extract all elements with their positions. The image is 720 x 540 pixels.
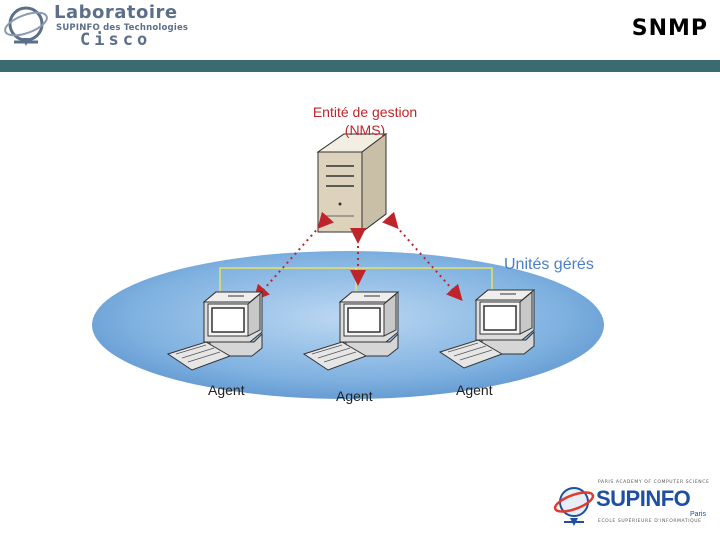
- supinfo-name: SUPINFO: [596, 486, 690, 512]
- nms-server-icon: [318, 134, 386, 232]
- nms-label-line1: Entité de gestion: [300, 103, 430, 121]
- agent-label-3: Agent: [456, 382, 493, 398]
- supinfo-city: Paris: [690, 511, 706, 518]
- supinfo-tagline-bottom: ECOLE SUPÉRIEURE D'INFORMATIQUE: [598, 519, 702, 524]
- agent-label-1: Agent: [208, 382, 245, 398]
- nms-label-line2: (NMS): [300, 121, 430, 139]
- supinfo-globe-icon: [552, 482, 596, 528]
- agent-label-2: Agent: [336, 388, 373, 404]
- supinfo-logo: PARIS ACADEMY OF COMPUTER SCIENCE SUPINF…: [552, 480, 712, 530]
- managed-units-label: Unités gérés: [504, 256, 594, 274]
- nms-label: Entité de gestion (NMS): [300, 103, 430, 139]
- supinfo-tagline-top: PARIS ACADEMY OF COMPUTER SCIENCE: [598, 480, 709, 485]
